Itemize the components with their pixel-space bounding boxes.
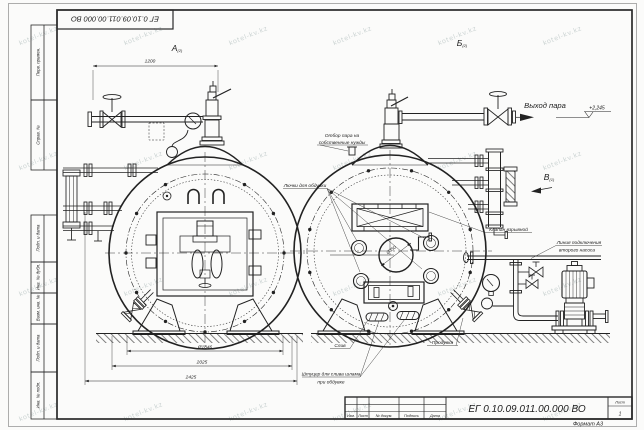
tb-col-docum: № докум. xyxy=(376,414,393,418)
sludge-fittings xyxy=(365,301,420,322)
dim-width-overall: 2425 xyxy=(185,375,197,381)
tb-doc-number: ЕГ 0.10.09.011.00.000 ВО xyxy=(468,404,586,415)
view-label-b: Б(2) xyxy=(457,38,468,48)
dim-top-width: 1200 xyxy=(145,59,156,65)
boiler-rear-view xyxy=(290,89,611,348)
title-block xyxy=(344,396,633,420)
strip-label: Перв. примен. xyxy=(36,48,41,77)
explosion-valve xyxy=(351,203,429,232)
sludge-label-1: Штуцер для слива шлама xyxy=(302,372,361,378)
front-steam-pipe xyxy=(87,94,203,141)
strip-label: Инв. № дубл. xyxy=(36,264,41,290)
own-needs-label-1: Отбор пара на xyxy=(325,133,360,139)
front-dimensions xyxy=(84,64,298,385)
tb-col-podp: Подпись xyxy=(404,414,419,418)
steam-out-label: Выход пара xyxy=(524,101,566,110)
strip-label: Взам. инв. № xyxy=(36,294,41,321)
lifting-hook xyxy=(187,188,200,204)
own-needs-label-2: собственные нужды xyxy=(319,140,366,146)
rear-safety-valve xyxy=(379,89,409,149)
feed-valve-2 xyxy=(518,274,539,290)
format-label: Формат А3 xyxy=(573,422,604,428)
sheet-frame xyxy=(8,3,637,427)
front-pressure-gauge xyxy=(166,112,202,158)
annotation-leaders xyxy=(283,144,602,378)
title-block-texts: Изм. Лист № докум. Подпись Дата ЕГ 0.10.… xyxy=(347,401,625,428)
explosion-label: Клапан взрывной xyxy=(489,226,528,233)
lifting-hook xyxy=(212,188,225,204)
dim-width-mid: 2025 xyxy=(196,360,208,366)
blowdown-label: Продувка xyxy=(432,340,454,346)
feed-pressure-gauge xyxy=(481,273,514,310)
elevation-value: +2,245 xyxy=(589,106,605,112)
front-safety-valve xyxy=(199,81,232,146)
manhole-dim: Ø350 xyxy=(385,244,398,255)
rear-supports xyxy=(317,298,465,335)
hatches-label: Лючки для обдувки xyxy=(283,183,327,189)
steam-outlet-pipe xyxy=(398,91,534,126)
tb-sheet-label: Лист xyxy=(614,401,625,405)
sludge-label-2: при обдувке xyxy=(317,380,344,386)
strip-label: Справ. № xyxy=(36,125,41,145)
drain-label: Слив xyxy=(334,343,346,349)
tb-col-list: Лист xyxy=(357,414,368,418)
strip-label: Подп. и дата xyxy=(36,224,41,252)
elevation-mark xyxy=(556,111,611,118)
stamp-doc-number: ЕГ 0.10.09.011.00.000 ВО xyxy=(71,15,159,24)
boiler-front-view xyxy=(62,81,305,350)
blow-hatches xyxy=(350,234,440,290)
rotated-stamp: ЕГ 0.10.09.011.00.000 ВО xyxy=(56,9,174,30)
dim-diameter: Ø1846 xyxy=(197,345,213,351)
front-supports xyxy=(132,298,280,335)
strip-label: Подп. и дата xyxy=(36,334,41,362)
tb-col-izm: Изм. xyxy=(347,414,355,418)
feed-piping xyxy=(463,251,609,334)
manhole xyxy=(330,232,432,273)
tb-sheet-number: 1 xyxy=(619,412,622,418)
strip-label: Инв. № подл. xyxy=(36,382,41,409)
pump-line-label-1: Линия подключения xyxy=(556,240,602,246)
rear-drain-valve xyxy=(450,289,484,323)
front-drain-valve xyxy=(120,289,154,323)
front-bolt-dots xyxy=(124,182,286,334)
rear-level-column xyxy=(428,148,518,239)
own-needs-stub xyxy=(347,146,357,156)
bottom-hatch xyxy=(363,281,425,304)
view-label-a: А(2) xyxy=(171,43,183,53)
rear-bolt-dots xyxy=(308,169,472,333)
feed-pump xyxy=(551,261,609,334)
gost-side-strip-labels: Перв. примен. Справ. № Подп. и дата Инв.… xyxy=(36,48,41,409)
front-water-gauge xyxy=(62,163,158,242)
gost-side-strip xyxy=(30,24,58,420)
annotation-texts: Отбор пара на собственные нужды Лючки дл… xyxy=(283,133,602,386)
view-v-marker: В(1) xyxy=(531,172,555,194)
burner xyxy=(179,220,231,288)
feed-valve-1 xyxy=(518,261,544,278)
furnace-door xyxy=(145,211,262,297)
pump-line-label-2: второго насоса xyxy=(559,249,595,254)
view-label-v: В(1) xyxy=(544,172,555,182)
tb-col-data: Дата xyxy=(429,414,440,418)
